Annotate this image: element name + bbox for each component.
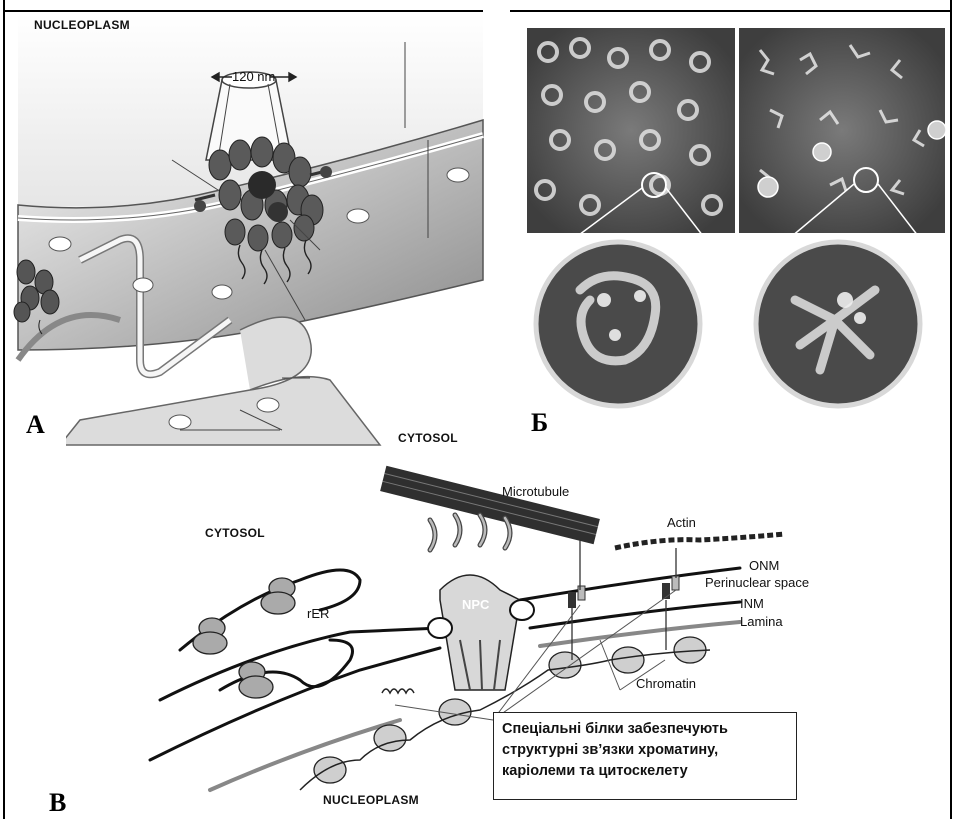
callout-line-3: каріолеми та цитоскелету xyxy=(502,761,788,782)
actin-label: Actin xyxy=(667,515,696,530)
callout-line-1: Спеціальні білки забезпечують xyxy=(502,719,788,740)
callout-box: Спеціальні білки забезпечують структурні… xyxy=(493,712,797,800)
perinuclear-space-label: Perinuclear space xyxy=(705,575,809,590)
npc-label: NPC xyxy=(462,597,489,612)
chromatin-label: Chromatin xyxy=(636,676,696,691)
callout-line-2: структурні зв’язки хроматину, xyxy=(502,740,788,761)
panel-c-nucleoplasm-label: NUCLEOPLASM xyxy=(323,793,419,807)
panel-c-cytosol-top-label: CYTOSOL xyxy=(398,431,458,445)
microtubule-label: Microtubule xyxy=(502,484,569,499)
panel-c-cytosol-left-label: CYTOSOL xyxy=(205,526,265,540)
panel-c-letter: В xyxy=(49,788,66,818)
onm-label: ONM xyxy=(749,558,779,573)
lamina-label: Lamina xyxy=(740,614,783,629)
inm-label: INM xyxy=(740,596,764,611)
rer-label: rER xyxy=(307,606,329,621)
